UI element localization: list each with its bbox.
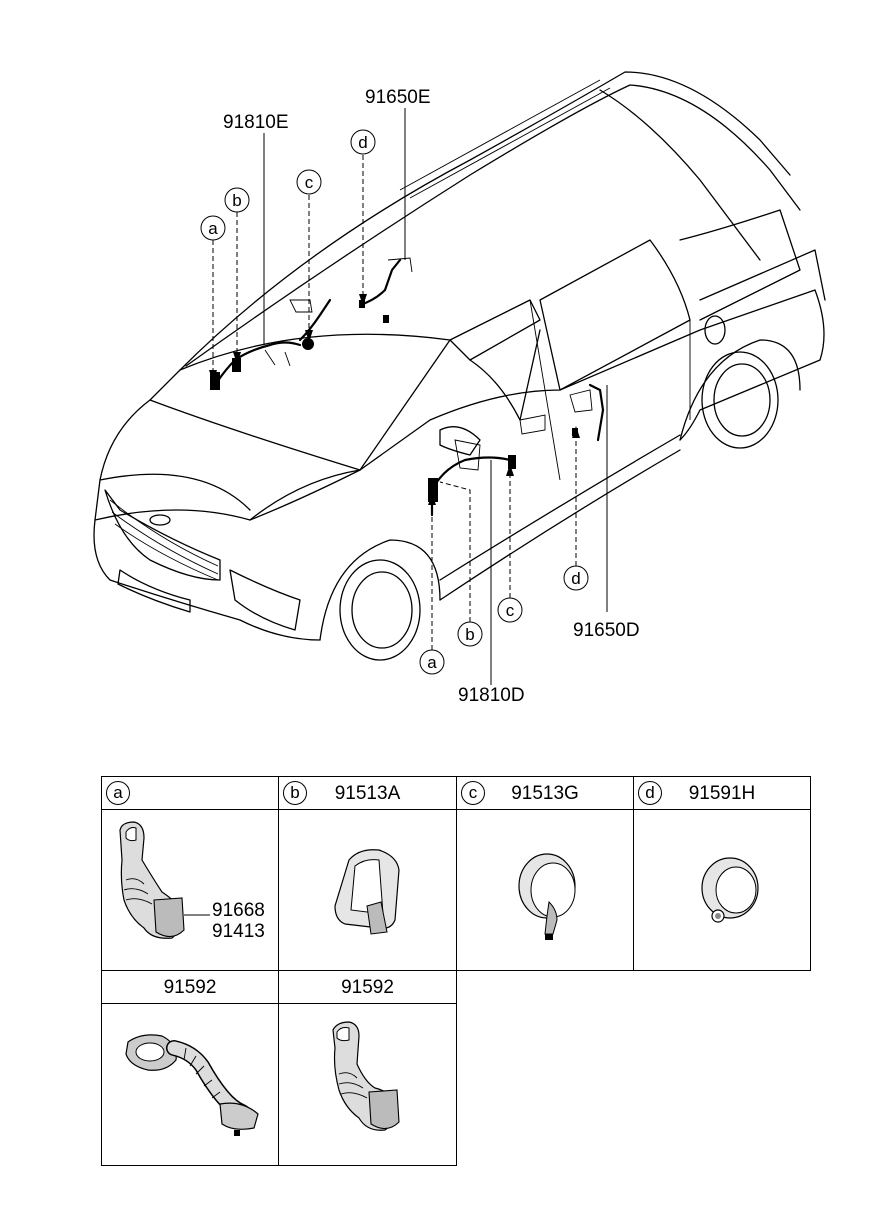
part-number-91592-first: 91592 (163, 977, 217, 998)
callout-bottom-d: d (563, 565, 589, 591)
grommet-91591H-illustration (701, 857, 759, 923)
callout-top-d: d (350, 129, 376, 155)
svg-text:d: d (358, 133, 367, 152)
svg-text:c: c (305, 173, 314, 192)
table-cell-91592-1-body (101, 1003, 279, 1166)
top-leaders (209, 108, 406, 382)
svg-text:c: c (506, 601, 515, 620)
svg-text:a: a (208, 219, 218, 238)
table-cell-b-header: b 91513A (278, 776, 457, 810)
ref-circle-b: b (283, 781, 307, 805)
part-label-91650E: 91650E (365, 87, 431, 108)
svg-text:d: d (571, 569, 580, 588)
part-label-91650D: 91650D (573, 620, 640, 641)
part-number-91668: 91668 (212, 900, 265, 921)
part-number-91592-second: 91592 (341, 977, 394, 998)
part-number-91591H: 91591H (688, 783, 756, 804)
door-boot-91592-illustration-2 (332, 1021, 400, 1131)
callout-bottom-b: b (457, 621, 483, 647)
part-label-91810D: 91810D (458, 685, 525, 706)
vehicle-wiring-diagram: 91810E 91650E 91650D 91810D a b c d a b … (93, 71, 826, 706)
table-cell-d-header: d 91591H (633, 776, 811, 810)
callout-bottom-a: a (419, 649, 445, 675)
part-number-91413: 91413 (212, 921, 265, 942)
svg-text:b: b (465, 625, 474, 644)
ref-circle-c: c (461, 781, 485, 805)
table-cell-a-body: 91668 91413 (101, 809, 279, 971)
parts-table: a b 91513A c 91513G d 91591H 91668 91413 (101, 776, 811, 1166)
part-number-91513G: 91513G (511, 783, 579, 804)
svg-text:a: a (427, 653, 437, 672)
grommet-91513A-illustration (334, 849, 400, 935)
part-number-91513A: 91513A (334, 783, 401, 804)
roof-harness (210, 257, 413, 390)
table-cell-91592-2-body (278, 1003, 457, 1166)
ref-circle-a: a (106, 781, 130, 805)
table-cell-b-body (278, 809, 457, 971)
table-cell-c-body (456, 809, 634, 971)
callout-top-a: a (200, 215, 226, 241)
table-cell-a-header: a (101, 776, 279, 810)
grommet-boot-illustration (119, 821, 210, 939)
callout-top-b: b (224, 187, 250, 213)
table-cell-c-header: c 91513G (456, 776, 634, 810)
table-cell-d-body (633, 809, 811, 971)
ref-circle-d: d (638, 781, 662, 805)
callout-bottom-c: c (497, 597, 523, 623)
bottom-leaders (428, 385, 608, 685)
svg-text:b: b (232, 191, 241, 210)
table-cell-91592-1-header: 91592 (101, 970, 279, 1004)
part-label-91810E: 91810E (223, 112, 289, 133)
vehicle-outline (93, 71, 826, 661)
grommet-91513G-illustration (518, 853, 576, 940)
callout-top-c: c (296, 169, 322, 195)
table-cell-91592-2-header: 91592 (278, 970, 457, 1004)
door-boot-91592-illustration (125, 1034, 259, 1136)
